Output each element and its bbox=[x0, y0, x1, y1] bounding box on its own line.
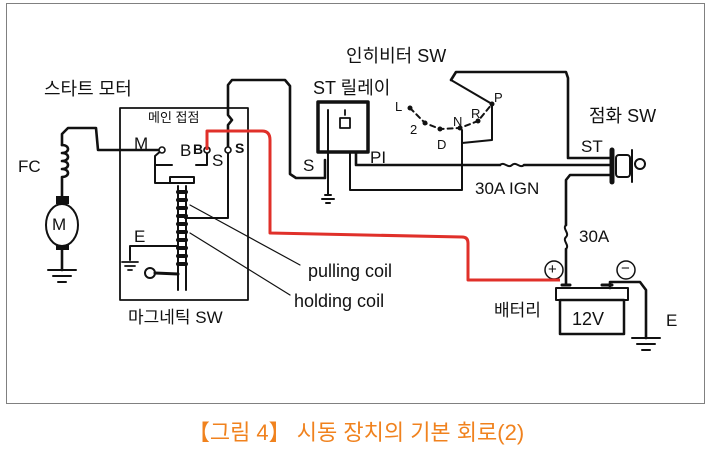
fuse-main bbox=[563, 224, 569, 250]
label-pos-p: P bbox=[494, 90, 503, 105]
label-relay-s: S bbox=[303, 156, 315, 175]
wire-pi-ign bbox=[354, 150, 502, 167]
label-terminal-b2: B bbox=[193, 141, 204, 157]
label-pos-n: N bbox=[453, 114, 463, 129]
label-terminal-b: B bbox=[180, 141, 192, 160]
label-relay-pi: PI bbox=[370, 148, 387, 167]
label-fuse-ign: 30A IGN bbox=[475, 179, 540, 198]
label-ignition-switch: 점화 SW bbox=[589, 106, 657, 126]
label-pulling-coil: pulling coil bbox=[308, 261, 393, 281]
label-terminal-s: S bbox=[212, 151, 224, 170]
label-pos-l: L bbox=[395, 99, 403, 114]
fuse-ign bbox=[499, 162, 525, 168]
label-battery: 배터리 bbox=[494, 301, 541, 320]
inhibitor-arc bbox=[409, 103, 493, 130]
minus-circle bbox=[616, 260, 636, 280]
label-holding-coil: holding coil bbox=[294, 291, 385, 311]
label-magnetic-ground: E bbox=[134, 227, 146, 246]
label-battery-ground: E bbox=[666, 311, 678, 330]
motor-symbol bbox=[45, 196, 79, 250]
label-st-relay: ST 릴레이 bbox=[313, 78, 391, 98]
label-magnetic-switch: 마그네틱 SW bbox=[128, 308, 223, 327]
label-battery-plus: + bbox=[548, 261, 557, 278]
battery-body bbox=[555, 287, 629, 301]
label-field-coil: FC bbox=[18, 157, 41, 176]
inhibitor-positions bbox=[407, 101, 495, 132]
label-battery-minus: − bbox=[621, 260, 630, 277]
figure-caption: 【그림 4】 시동 장치의 기본 회로(2) bbox=[187, 420, 525, 445]
wire-m-to-fc bbox=[60, 126, 164, 152]
field-coil bbox=[60, 143, 70, 200]
label-ign-st: ST bbox=[581, 137, 603, 156]
label-pos-d: D bbox=[437, 137, 447, 152]
label-terminal-m: M bbox=[134, 134, 149, 153]
wire-s-to-relay bbox=[226, 78, 327, 180]
label-fuse-main: 30A bbox=[579, 227, 610, 246]
current-path bbox=[205, 129, 560, 282]
label-motor: M bbox=[52, 215, 67, 234]
label-pos-r: R bbox=[471, 106, 481, 121]
label-starter-motor: 스타트 모터 bbox=[44, 79, 132, 99]
label-inhibitor-switch: 인히비터 SW bbox=[346, 46, 447, 66]
label-terminal-s2: S bbox=[235, 140, 245, 156]
label-pos-2: 2 bbox=[410, 122, 418, 137]
label-main-contact: 메인 접점 bbox=[148, 110, 200, 125]
st-relay-box bbox=[316, 100, 370, 154]
magnetic-switch-box bbox=[119, 107, 249, 301]
label-battery-voltage: 12V bbox=[572, 309, 605, 329]
diagram-frame bbox=[6, 3, 705, 404]
